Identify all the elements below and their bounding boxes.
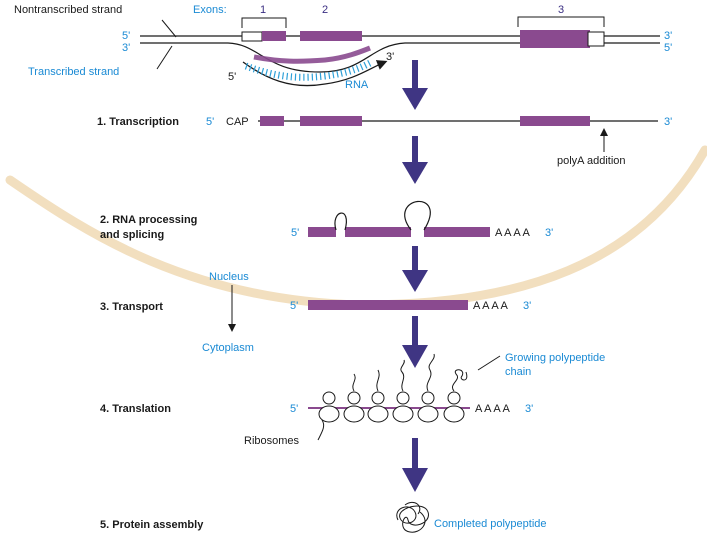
ribosomes-label: Ribosomes	[244, 435, 300, 447]
flow-arrow-1	[402, 60, 428, 110]
flow-arrow-3	[402, 246, 428, 292]
translation-poly-a: A A A A	[475, 403, 511, 415]
mature-3prime: 3'	[523, 300, 531, 312]
exon-1-label: 1	[260, 4, 266, 16]
dna-top-5prime: 5'	[122, 30, 130, 42]
mature-5prime: 5'	[290, 300, 298, 312]
exons-label: Exons:	[193, 4, 227, 16]
polya-addition-label: polyA addition	[557, 155, 626, 167]
mature-poly-a: A A A A	[473, 300, 509, 312]
exon-2-label: 2	[322, 4, 328, 16]
transcribed-strand-label: Transcribed strand	[28, 66, 119, 78]
rna-transcript	[242, 45, 388, 87]
flow-arrows	[402, 60, 428, 492]
flow-arrow-5	[402, 438, 428, 492]
flow-arrow-4	[402, 316, 428, 368]
growing-chain-label: Growing polypeptide	[505, 352, 605, 364]
dna-exon-1	[262, 31, 286, 41]
pre-mrna-3prime: 3'	[664, 116, 672, 128]
dna-top-3prime: 3'	[664, 30, 672, 42]
cytoplasm-label: Cytoplasm	[202, 342, 254, 354]
step-5-label: 5. Protein assembly	[100, 519, 204, 531]
pre-mrna	[258, 116, 658, 152]
ribosome	[318, 391, 465, 423]
spliced-rna	[308, 200, 490, 237]
step-4-label: 4. Translation	[100, 403, 171, 415]
flow-arrow-2	[402, 136, 428, 184]
step-1-label: 1. Transcription	[97, 116, 179, 128]
completed-polypeptide	[396, 501, 429, 533]
polypeptide-chains	[352, 353, 468, 392]
spliced-poly-a: A A A A	[495, 227, 531, 239]
growing-chain-label-line2: chain	[505, 366, 531, 378]
translation-complex	[308, 353, 501, 441]
completed-polypeptide-label: Completed polypeptide	[434, 518, 547, 530]
nontranscribed-strand-label: Nontranscribed strand	[14, 4, 122, 16]
spliced-5prime: 5'	[291, 227, 299, 239]
translation-5prime: 5'	[290, 403, 298, 415]
dna-bottom-5prime: 5'	[664, 42, 672, 54]
cap-label: CAP	[226, 116, 249, 128]
pre-mrna-5prime: 5'	[206, 116, 214, 128]
dna-bottom-3prime: 3'	[122, 42, 130, 54]
mature-mrna	[308, 300, 468, 310]
nucleus-label: Nucleus	[209, 271, 249, 283]
step-2-label: 2. RNA processing	[100, 214, 197, 226]
translation-3prime: 3'	[525, 403, 533, 415]
step-2-label-line2: and splicing	[100, 229, 164, 241]
rna-5prime: 5'	[228, 71, 236, 83]
dna-exon-3-utr	[587, 31, 605, 47]
dna-exon-2	[300, 31, 362, 41]
exon-3-label: 3	[558, 4, 564, 16]
rna-3prime: 3'	[386, 51, 394, 63]
rna-label: RNA	[345, 79, 369, 91]
spliced-3prime: 3'	[545, 227, 553, 239]
step-3-label: 3. Transport	[100, 301, 163, 313]
dna-region	[140, 16, 660, 73]
dna-exon-3	[520, 30, 590, 48]
